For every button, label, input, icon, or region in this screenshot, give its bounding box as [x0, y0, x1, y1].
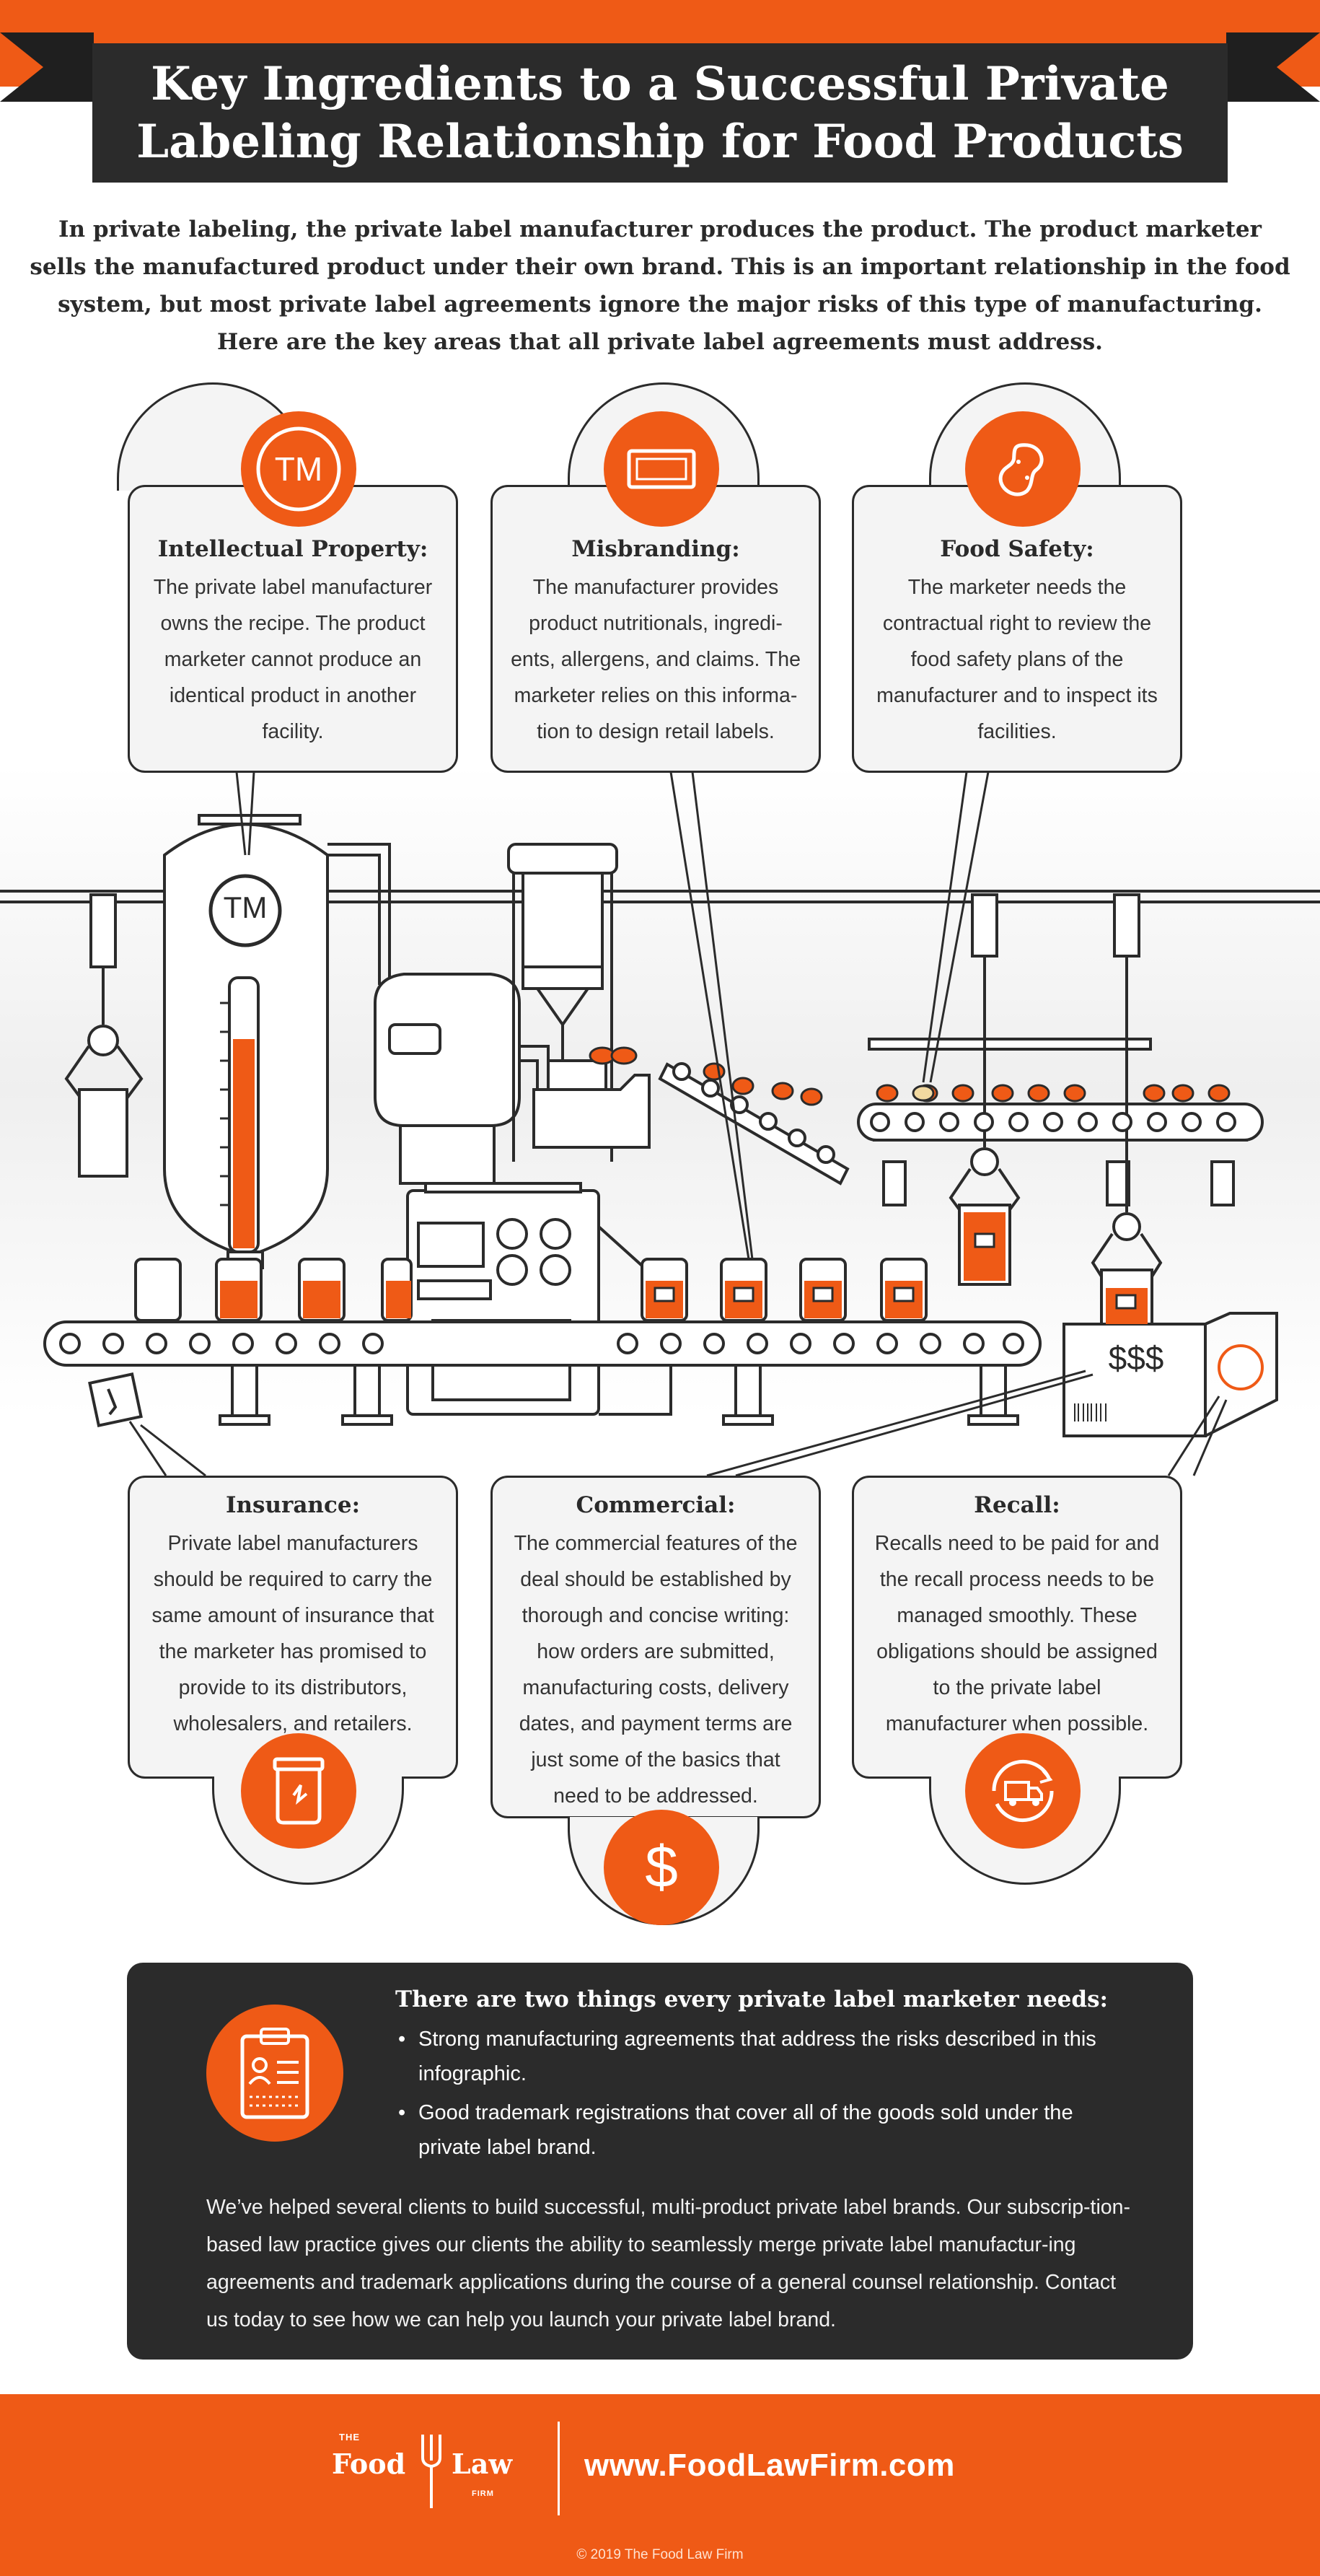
trademark-icon-text: TM	[275, 450, 322, 488]
needs-item: Good trademark registrations that cover …	[398, 2095, 1134, 2165]
dollar-icon: $	[604, 1810, 719, 1925]
dollar-icon-text: $	[645, 1834, 678, 1900]
card-food-safety: Food Safety: The marketer needs the cont…	[852, 485, 1182, 773]
card-body: The commercial features of the deal shou…	[514, 1532, 798, 1808]
card-body: The private label manufacturer owns the …	[153, 576, 433, 743]
needs-item: Strong manufacturing agreements that add…	[398, 2022, 1134, 2091]
website-link[interactable]: www.FoodLawFirm.com	[584, 2448, 955, 2483]
recall-truck-icon	[965, 1733, 1081, 1849]
needs-list: Strong manufacturing agreements that add…	[398, 2022, 1134, 2169]
needs-body-text: We’ve helped several clients to build su…	[206, 2196, 1130, 2331]
logo-the: THE	[339, 2432, 360, 2443]
ribbon-tail-left	[0, 32, 94, 102]
card-title: Commercial:	[576, 1492, 736, 1518]
card-commercial: Commercial: The commercial features of t…	[490, 1476, 821, 1818]
ribbon-tail-right	[1226, 32, 1320, 102]
intro-text: In private labeling, the private label m…	[30, 216, 1290, 355]
copyright-text: © 2019 The Food Law Firm	[576, 2547, 744, 2562]
logo-law: Law	[452, 2448, 513, 2480]
card-title: Intellectual Property:	[157, 536, 428, 562]
card-body: The marketer needs the contractual right…	[876, 576, 1158, 743]
card-title: Recall:	[974, 1492, 1060, 1518]
card-body: The manufacturer provides product nutrit…	[511, 576, 801, 743]
card-insurance: Insurance: Private label manufacturers s…	[128, 1476, 458, 1779]
needs-title: There are two things every private label…	[395, 1986, 1108, 2012]
page-title: Key Ingredients to a Successful Private …	[136, 56, 1184, 169]
card-title: Insurance:	[225, 1492, 361, 1518]
card-title: Food Safety:	[940, 536, 1094, 562]
box-price-label: $$$	[1108, 1339, 1164, 1377]
card-body: Private label manufacturers should be re…	[151, 1532, 434, 1735]
marketer-needs-panel: There are two things every private label…	[127, 1963, 1193, 2360]
card-title: Misbranding:	[571, 536, 740, 562]
logo-food: Food	[332, 2448, 406, 2480]
label-icon	[604, 411, 719, 527]
card-body: Recalls need to be paid for and the reca…	[874, 1532, 1160, 1735]
card-intellectual-property: Intellectual Property: The private label…	[128, 485, 458, 773]
title-banner: Key Ingredients to a Successful Private …	[92, 43, 1228, 183]
tank-tm-label: TM	[223, 890, 268, 924]
footer: THE Food Law FIRM www.FoodLawFirm.com © …	[0, 2394, 1320, 2576]
card-recall: Recall: Recalls need to be paid for and …	[852, 1476, 1182, 1779]
logo-firm: FIRM	[472, 2489, 494, 2498]
broken-jar-icon	[241, 1733, 356, 1849]
card-misbranding: Misbranding: The manufacturer provides p…	[490, 485, 821, 773]
footer-divider	[558, 2422, 560, 2515]
clipboard-icon	[206, 2005, 343, 2142]
trademark-icon: TM	[241, 411, 356, 527]
fork-icon	[421, 2435, 441, 2508]
peanut-icon	[965, 411, 1081, 527]
food-law-firm-logo[interactable]: THE Food Law FIRM	[330, 2426, 532, 2515]
